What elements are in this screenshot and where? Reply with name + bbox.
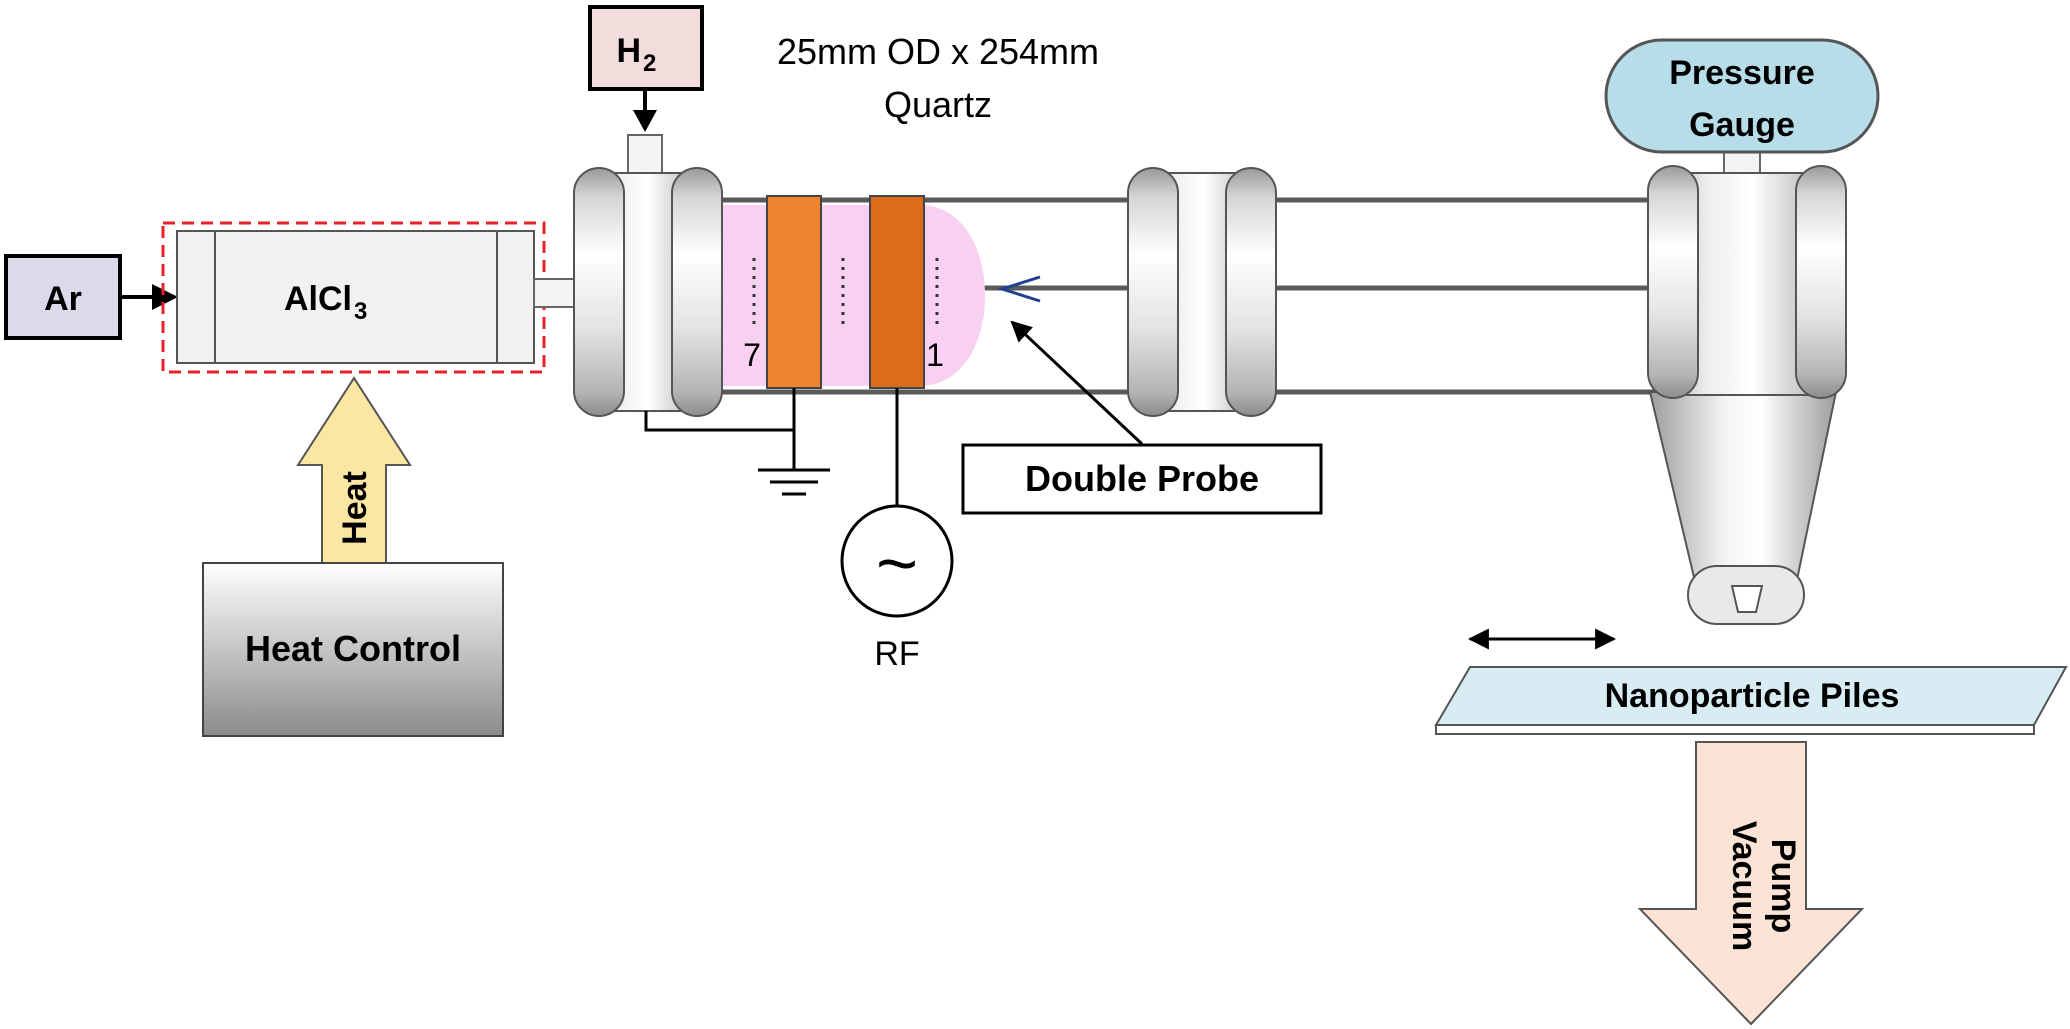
ar-box [4,254,122,340]
double-probe-label: Double Probe [1025,458,1259,499]
double-probe-tip [997,275,1041,303]
heater-outline [161,221,546,374]
ground-wiring [644,388,796,470]
heat-label: Heat [336,471,374,545]
rf-label: RF [874,635,919,673]
rf-coil-powered [869,195,925,389]
alcl3-subscript: 3 [354,298,367,325]
alcl3-vessel [176,230,535,364]
nozzle-cone [1648,391,1838,595]
probe-position-1-label: 1 [926,337,944,373]
nanoparticle-stage: Nanoparticle Piles [1434,666,2068,735]
middle-flange [1127,167,1277,417]
alcl3-cell: AlCl 3 [161,221,546,374]
stage-plate-edge [1435,724,2035,735]
ar-feed-arrow [120,284,178,310]
h2-gas-source: H 2 [588,5,704,91]
ar-gas-source: Ar [4,254,122,340]
heat-control-label: Heat Control [245,628,461,669]
nanoparticle-piles-label: Nanoparticle Piles [1605,677,1900,715]
double-probe-pointer [1010,320,1144,446]
inlet-flange [573,167,723,417]
rf-source-symbol: ~ [876,524,918,604]
rf-coil-ground [766,195,822,389]
stage-plate-top [1434,666,2068,726]
vacuum-pump-label-line1: Vacuum [1725,821,1763,951]
heat-control-box: Heat Control [202,562,504,737]
ar-label: Ar [44,280,82,318]
probe-position-7-label: 7 [743,337,761,373]
double-probe-callout: Double Probe [961,443,1323,515]
vacuum-pump-label-line2: Pump [1764,839,1802,933]
alcl3-outlet-stub [533,278,575,308]
pressure-gauge-stub [1723,149,1761,175]
h2-box [588,5,704,91]
rf-source: ~ [840,504,954,618]
ground-symbol [758,468,830,496]
h2-subscript: 2 [643,50,656,77]
heat-arrow: Heat [296,376,412,567]
pressure-gauge-label-line2: Gauge [1689,106,1795,144]
outlet-flange [1647,165,1847,625]
alcl3-label: AlCl [284,280,352,318]
vacuum-pump-arrow: Vacuum Pump [1637,741,1865,1026]
tube-spec-line2: Quartz [884,84,992,125]
tube-spec-line1: 25mm OD x 254mm [777,31,1099,72]
nozzle-orifice [1730,585,1764,613]
pressure-gauge: Pressure Gauge [1604,38,1880,154]
h2-inlet-stub [627,134,663,176]
h2-feed-arrow [633,89,657,132]
pressure-gauge-label-line1: Pressure [1669,54,1815,92]
h2-label: H [616,32,641,70]
